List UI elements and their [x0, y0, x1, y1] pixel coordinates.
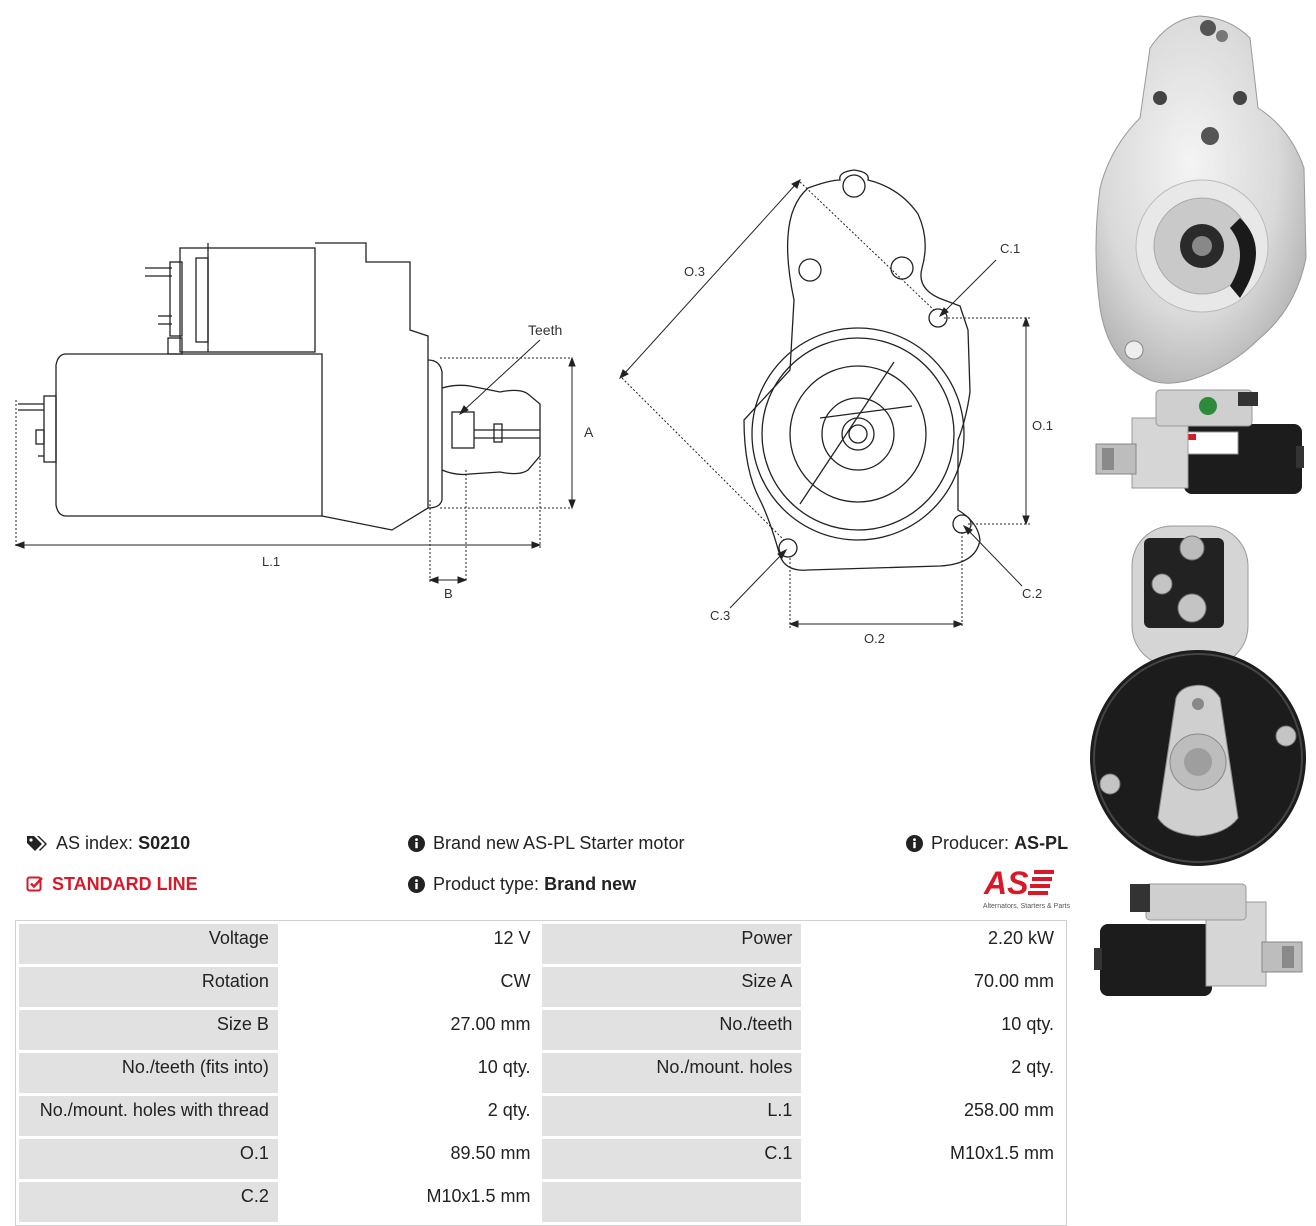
- as-index-value: S0210: [138, 833, 191, 853]
- spec-key: O.1: [19, 1139, 278, 1179]
- description-text: Brand new AS-PL Starter motor: [433, 833, 685, 853]
- product-type-value: Brand new: [544, 874, 637, 894]
- dim-o2-label: O.2: [864, 631, 885, 646]
- info-circle-icon: [408, 835, 425, 852]
- info-circle-icon: [906, 835, 923, 852]
- spec-key: No./teeth: [542, 1010, 802, 1050]
- side-view-drawing: Teeth A L.1 B: [14, 242, 594, 601]
- spec-key: L.1: [542, 1096, 802, 1136]
- product-type-row: Product type: Brand new: [408, 874, 636, 895]
- spec-key: Power: [542, 924, 802, 964]
- info-circle-icon: [408, 876, 425, 893]
- producer-row: Producer: AS-PL: [906, 833, 1068, 854]
- dim-c3-label: C.3: [710, 608, 730, 623]
- spec-value: 2.20 kW: [804, 924, 1063, 964]
- table-row: O.1 89.50 mm C.1 M10x1.5 mm: [19, 1139, 1063, 1179]
- spec-value: [804, 1182, 1063, 1222]
- dim-o3-label: O.3: [684, 264, 705, 279]
- table-row: Rotation CW Size A 70.00 mm: [19, 967, 1063, 1007]
- product-photo-side: [1095, 389, 1304, 494]
- spec-value: 2 qty.: [804, 1053, 1063, 1093]
- as-index-label: AS index:: [56, 833, 134, 853]
- spec-key: C.1: [542, 1139, 802, 1179]
- producer-value: AS-PL: [1014, 833, 1069, 853]
- spec-value: 27.00 mm: [280, 1010, 540, 1050]
- spec-key: Size B: [19, 1010, 278, 1050]
- spec-key: No./mount. holes: [542, 1053, 802, 1093]
- table-row: Voltage 12 V Power 2.20 kW: [19, 924, 1063, 964]
- description-row: Brand new AS-PL Starter motor: [408, 833, 684, 854]
- spec-value: 2 qty.: [280, 1096, 540, 1136]
- spec-value: 70.00 mm: [804, 967, 1063, 1007]
- spec-key: Voltage: [19, 924, 278, 964]
- spec-key: No./teeth (fits into): [19, 1053, 278, 1093]
- product-photo-side-2: [1094, 883, 1303, 996]
- product-photo-rear: [1090, 525, 1306, 866]
- spec-value: 258.00 mm: [804, 1096, 1063, 1136]
- line-row: STANDARD LINE: [26, 874, 198, 895]
- as-index-row: AS index: S0210: [26, 833, 190, 854]
- table-row: C.2 M10x1.5 mm: [19, 1182, 1063, 1222]
- teeth-label: Teeth: [528, 322, 562, 338]
- spec-key: Rotation: [19, 967, 278, 1007]
- as-logo-tagline: Alternators, Starters & Parts: [982, 903, 1070, 910]
- spec-value: CW: [280, 967, 540, 1007]
- check-square-icon: [26, 876, 43, 892]
- tags-icon: [27, 836, 47, 851]
- producer-label: Producer:: [931, 833, 1010, 853]
- as-logo-text: AS: [983, 865, 1029, 898]
- product-photo-front: [1095, 15, 1307, 384]
- table-row: No./mount. holes with thread 2 qty. L.1 …: [19, 1096, 1063, 1136]
- spec-key: C.2: [19, 1182, 278, 1222]
- dim-a-label: A: [584, 424, 594, 440]
- spec-key: [542, 1182, 802, 1222]
- table-row: Size B 27.00 mm No./teeth 10 qty.: [19, 1010, 1063, 1050]
- spec-key: Size A: [542, 967, 802, 1007]
- dim-c2-label: C.2: [1022, 586, 1042, 601]
- spec-value: M10x1.5 mm: [804, 1139, 1063, 1179]
- spec-value: 10 qty.: [804, 1010, 1063, 1050]
- spec-key: No./mount. holes with thread: [19, 1096, 278, 1136]
- table-row: No./teeth (fits into) 10 qty. No./mount.…: [19, 1053, 1063, 1093]
- product-type-label: Product type:: [433, 874, 540, 894]
- spec-value: 12 V: [280, 924, 540, 964]
- front-view-drawing: O.3 C.1 O.1 C.2 C.3 O.2: [619, 169, 1053, 646]
- spec-value: 89.50 mm: [280, 1139, 540, 1179]
- spec-value: M10x1.5 mm: [280, 1182, 540, 1222]
- dim-c1-label: C.1: [1000, 241, 1020, 256]
- dim-l1-label: L.1: [262, 554, 280, 569]
- standard-line-label: STANDARD LINE: [52, 874, 198, 894]
- as-logo-mark: AS: [983, 865, 1054, 901]
- spec-value: 10 qty.: [280, 1053, 540, 1093]
- dim-b-label: B: [444, 586, 453, 601]
- dim-o1-label: O.1: [1032, 418, 1053, 433]
- as-pl-logo: AS Alternators, Starters & Parts: [962, 864, 1070, 910]
- specifications-table: Voltage 12 V Power 2.20 kW Rotation CW S…: [15, 920, 1067, 1226]
